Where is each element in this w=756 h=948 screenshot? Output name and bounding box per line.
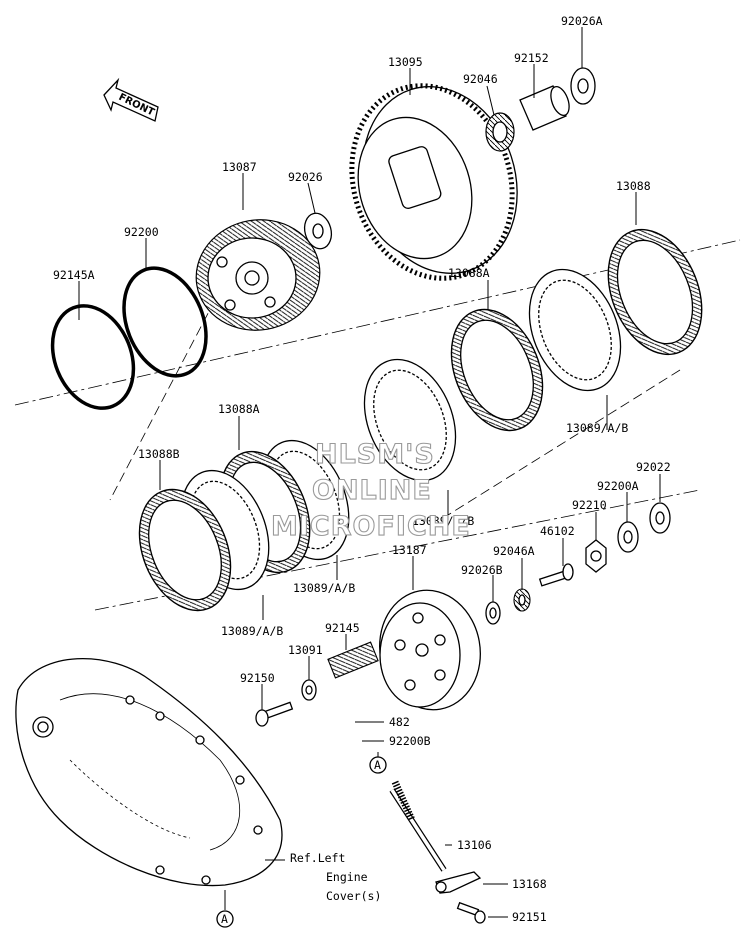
part-label: 92152 bbox=[514, 51, 549, 65]
part-label: 13091 bbox=[288, 643, 323, 657]
part-label: 46102 bbox=[540, 524, 575, 538]
part-labels: 92026A 13095 92152 92046 13087 92026 922… bbox=[53, 14, 671, 924]
watermark-line: MICROFICHE bbox=[271, 511, 471, 542]
washer-92200a bbox=[617, 521, 639, 553]
part-label: 13089/A/B bbox=[293, 581, 355, 595]
part-label: 92150 bbox=[240, 671, 275, 685]
sleeve bbox=[519, 85, 570, 131]
watermark-line: HLSM'S bbox=[315, 439, 435, 470]
part-label: 92200 bbox=[124, 225, 159, 239]
part-label: 92026A bbox=[561, 14, 603, 28]
callout-a-rod: A bbox=[369, 756, 387, 774]
bolt-46102 bbox=[538, 563, 574, 587]
o-ring-large bbox=[122, 266, 208, 378]
clutch-spring bbox=[327, 641, 379, 679]
part-label: 92145A bbox=[53, 268, 95, 282]
part-label: 92026B bbox=[461, 563, 503, 577]
part-label: 92145 bbox=[325, 621, 360, 635]
ref-note-line: Ref.Left bbox=[290, 851, 345, 865]
needle-bearing bbox=[485, 112, 515, 152]
ref-note-line: Cover(s) bbox=[326, 889, 381, 903]
part-label: 92210 bbox=[572, 498, 607, 512]
part-label: 92200B bbox=[389, 734, 431, 748]
friction-plate-13088b bbox=[138, 488, 232, 612]
part-label: 92200A bbox=[597, 479, 639, 493]
steel-plate-upper bbox=[528, 268, 622, 392]
part-label: 13087 bbox=[222, 160, 257, 174]
watermark-line: ONLINE bbox=[312, 475, 432, 506]
ref-note-line: Engine bbox=[326, 870, 368, 884]
thrust-washer-a bbox=[570, 67, 596, 105]
part-label: 13088A bbox=[218, 402, 260, 416]
part-label: 13089/A/B bbox=[221, 624, 283, 638]
washer-92022 bbox=[649, 502, 671, 534]
engine-cover bbox=[15, 657, 283, 887]
callout-a-rod-label: A bbox=[374, 758, 381, 772]
part-label: 92022 bbox=[636, 460, 671, 474]
leader-lines bbox=[78, 27, 661, 918]
part-label: 13106 bbox=[457, 838, 492, 852]
part-label: 13088B bbox=[138, 447, 180, 461]
clutch-hub bbox=[195, 219, 321, 331]
steel-plate-mid bbox=[363, 358, 457, 482]
thrust-washer bbox=[303, 212, 333, 250]
part-label: 13089/A/B bbox=[566, 421, 628, 435]
nut-92210 bbox=[585, 539, 607, 573]
clutch-housing bbox=[349, 83, 518, 281]
friction-plate-13088a-upper bbox=[450, 308, 544, 432]
o-ring-small bbox=[50, 304, 136, 410]
friction-plate-13088 bbox=[607, 228, 703, 356]
part-label: 482 bbox=[389, 715, 410, 729]
bolt-92150 bbox=[255, 701, 294, 727]
washer-92026b bbox=[485, 601, 501, 625]
watermark: HLSM'S ONLINE MICROFICHE bbox=[270, 438, 471, 542]
pressure-plate bbox=[379, 589, 481, 711]
release-rod bbox=[389, 780, 447, 872]
front-arrow-icon: FRONT bbox=[103, 77, 159, 122]
part-label: 13168 bbox=[512, 877, 547, 891]
callout-a-cover: A bbox=[216, 910, 234, 928]
part-label: 92046 bbox=[463, 72, 498, 86]
part-label: 92026 bbox=[288, 170, 323, 184]
bolt-92151 bbox=[456, 901, 486, 924]
callout-a-cover-label: A bbox=[221, 912, 228, 926]
part-label: 13088 bbox=[616, 179, 651, 193]
part-label: 92046A bbox=[493, 544, 535, 558]
part-label: 92151 bbox=[512, 910, 547, 924]
part-label: 13095 bbox=[388, 55, 423, 69]
part-label: 13089/A/B bbox=[412, 514, 474, 528]
part-label: 13088A bbox=[448, 266, 490, 280]
part-label: 13187 bbox=[392, 543, 427, 557]
bearing-92046a bbox=[513, 588, 531, 612]
washer-13091 bbox=[301, 679, 317, 701]
ref-note: Ref.Left Engine Cover(s) bbox=[290, 851, 381, 903]
lever-13168 bbox=[435, 871, 482, 894]
